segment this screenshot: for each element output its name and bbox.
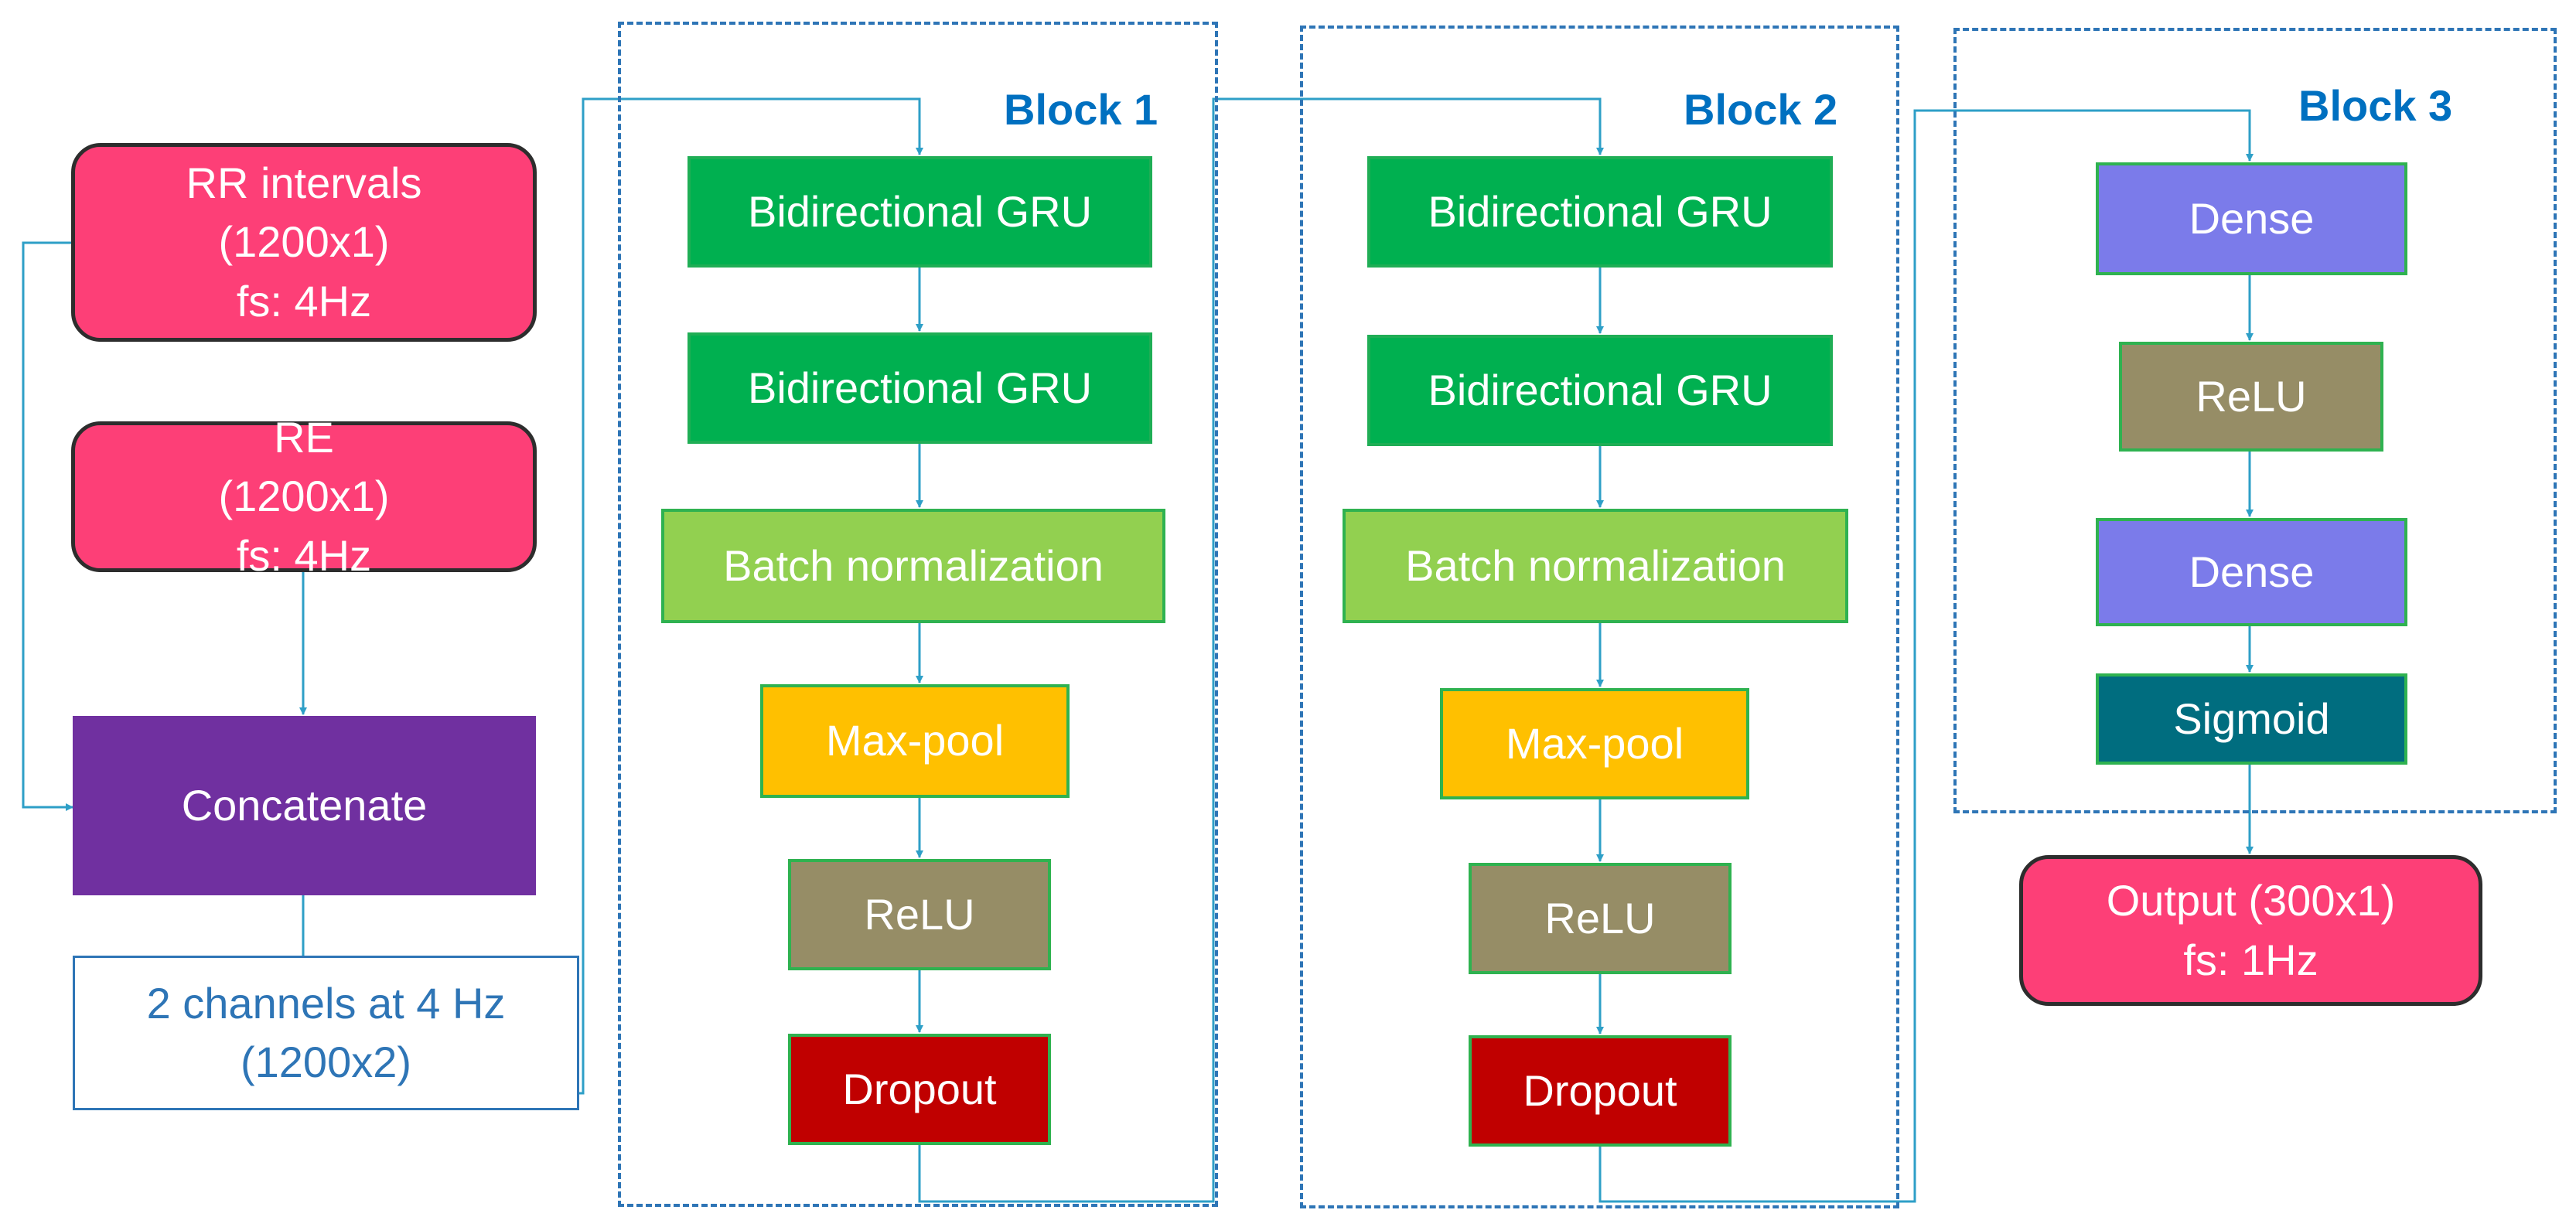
channels-line1: 2 channels at 4 Hz	[146, 978, 506, 1028]
block2-gru-1: Bidirectional GRU	[1367, 156, 1833, 268]
block1-batch-normalization: Batch normalization	[661, 509, 1165, 623]
block3-relu-label: ReLU	[2196, 371, 2307, 421]
block1-relu: ReLU	[788, 859, 1051, 970]
block1-gru-1-label: Bidirectional GRU	[747, 186, 1093, 236]
block3-dense-2: Dense	[2096, 518, 2407, 626]
rr-intervals-input: RR intervals (1200x1) fs: 4Hz	[71, 143, 537, 342]
block2-to-block3-connector	[1598, 109, 2254, 1203]
block2-max-pool-label: Max-pool	[1505, 718, 1684, 768]
block1-gru-2: Bidirectional GRU	[688, 332, 1152, 444]
block1-batch-normalization-label: Batch normalization	[723, 540, 1104, 590]
re-title: RE	[274, 413, 334, 462]
output-rate-label: fs: 1Hz	[2183, 935, 2318, 984]
block2-gru-2-label: Bidirectional GRU	[1428, 365, 1772, 414]
block2-dropout-label: Dropout	[1523, 1065, 1677, 1115]
rr-to-concat-connector	[22, 241, 73, 811]
block2-dropout: Dropout	[1469, 1035, 1732, 1147]
block2-relu: ReLU	[1469, 863, 1732, 974]
block3-relu: ReLU	[2119, 342, 2383, 452]
block1-dropout: Dropout	[788, 1034, 1051, 1145]
concatenate-node: Concatenate	[73, 716, 536, 895]
block3-sigmoid: Sigmoid	[2096, 673, 2407, 765]
re-rate: fs: 4Hz	[236, 530, 372, 580]
rr-intervals-shape: (1200x1)	[218, 217, 390, 267]
channels-line2: (1200x2)	[240, 1038, 412, 1086]
block3-dense-1: Dense	[2096, 162, 2407, 275]
rr-intervals-title: RR intervals	[186, 158, 422, 208]
output-node: Output (300x1) fs: 1Hz	[2019, 855, 2482, 1006]
block2-gru-2: Bidirectional GRU	[1367, 335, 1833, 446]
block1-max-pool: Max-pool	[760, 684, 1070, 798]
block2-batch-normalization: Batch normalization	[1343, 509, 1848, 623]
block3-title: Block 3	[2298, 81, 2453, 130]
block1-max-pool-label: Max-pool	[825, 716, 1005, 765]
block1-gru-1: Bidirectional GRU	[688, 156, 1152, 268]
block2-frame	[1300, 26, 1899, 1208]
block3-frame	[1953, 28, 2557, 813]
block1-frame	[618, 22, 1218, 1207]
re-input: RE (1200x1) fs: 4Hz	[71, 413, 537, 580]
concatenate-label: Concatenate	[181, 780, 428, 830]
block1-dropout-label: Dropout	[842, 1064, 997, 1113]
block2-max-pool: Max-pool	[1440, 688, 1749, 799]
block2-gru-1-label: Bidirectional GRU	[1428, 186, 1772, 236]
block3-sigmoid-label: Sigmoid	[2173, 694, 2330, 743]
block1-relu-label: ReLU	[864, 889, 975, 939]
block2-title: Block 2	[1684, 85, 1838, 134]
channels-label: 2 channels at 4 Hz (1200x2)	[73, 956, 579, 1110]
output-shape-label: Output (300x1)	[2106, 876, 2396, 925]
block1-to-block2-connector	[918, 97, 1604, 1203]
re-shape: (1200x1)	[218, 472, 390, 521]
block2-batch-normalization-label: Batch normalization	[1405, 540, 1786, 590]
block3-dense-1-label: Dense	[2189, 193, 2315, 243]
block1-gru-2-label: Bidirectional GRU	[747, 363, 1093, 412]
block3-dense-2-label: Dense	[2189, 547, 2315, 596]
block1-title: Block 1	[1004, 85, 1158, 134]
rr-intervals-rate: fs: 4Hz	[236, 276, 372, 325]
block2-relu-label: ReLU	[1544, 893, 1656, 942]
